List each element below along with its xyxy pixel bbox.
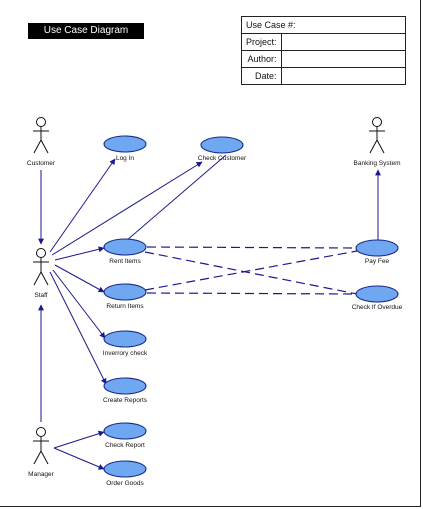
actor-customer-label: Customer xyxy=(27,160,56,167)
staff-return-items-association xyxy=(54,264,105,293)
actor-staff xyxy=(33,248,49,286)
use-case-check-overdue xyxy=(355,285,399,303)
rent-items-check-customer-link xyxy=(125,154,227,242)
actor-manager-label: Manager xyxy=(28,471,54,478)
return-to-check-overdue-dependency xyxy=(146,292,357,295)
return-to-pay-fee-dependency xyxy=(144,250,358,291)
staff-login-association xyxy=(49,158,116,253)
use-case-check-report xyxy=(103,422,147,440)
associations xyxy=(38,154,381,470)
actor-staff-label: Staff xyxy=(34,292,47,299)
date-value xyxy=(280,67,406,85)
staff-check-customer-association xyxy=(51,161,203,256)
actor-banking-system-label: Banking System xyxy=(354,160,401,167)
staff-inventory-check-association xyxy=(52,269,106,339)
use-case-return-items xyxy=(103,283,147,301)
manager-check-report-association xyxy=(53,430,105,449)
use-case-create-reports-label: Create Reports xyxy=(103,397,148,404)
date-label: Date: xyxy=(241,67,282,85)
staff-create-reports-association xyxy=(49,271,107,385)
use-case-rent-items xyxy=(103,238,147,256)
use-case-check-customer xyxy=(200,136,244,154)
use-case-inventory-check-label: Inverrory check xyxy=(103,350,148,357)
rent-to-check-overdue-dependency xyxy=(144,251,358,295)
use-case-log-in xyxy=(103,135,147,153)
use-case-inventory-check xyxy=(103,330,147,348)
use-case-return-items-label: Return Items xyxy=(106,303,144,310)
manager-order-goods-association xyxy=(53,447,105,470)
info-table: Use Case #: Project: Author: Date: xyxy=(241,16,406,85)
use-case-log-in-label: Log In xyxy=(116,155,134,162)
staff-rent-items-association xyxy=(54,246,105,261)
use-case-check-overdue-label: Check If Overdue xyxy=(352,304,403,311)
rent-to-pay-fee-dependency xyxy=(146,246,357,249)
use-case-rent-items-label: Rent Items xyxy=(109,258,141,265)
use-case-pay-fee xyxy=(355,239,399,257)
use-case-order-goods-label: Order Goods xyxy=(106,480,144,487)
use-case-create-reports xyxy=(103,377,147,395)
use-case-check-customer-label: Check Customer xyxy=(198,155,247,162)
actor-manager xyxy=(33,427,49,465)
use-case-order-goods xyxy=(103,460,147,478)
actor-banking-system xyxy=(369,117,385,154)
use-case-check-report-label: Check Report xyxy=(105,442,145,449)
actor-customer xyxy=(33,117,49,154)
dependencies xyxy=(144,246,358,295)
diagram-title: Use Case Diagram xyxy=(28,23,144,39)
use-case-pay-fee-label: Pay Fee xyxy=(365,258,390,265)
